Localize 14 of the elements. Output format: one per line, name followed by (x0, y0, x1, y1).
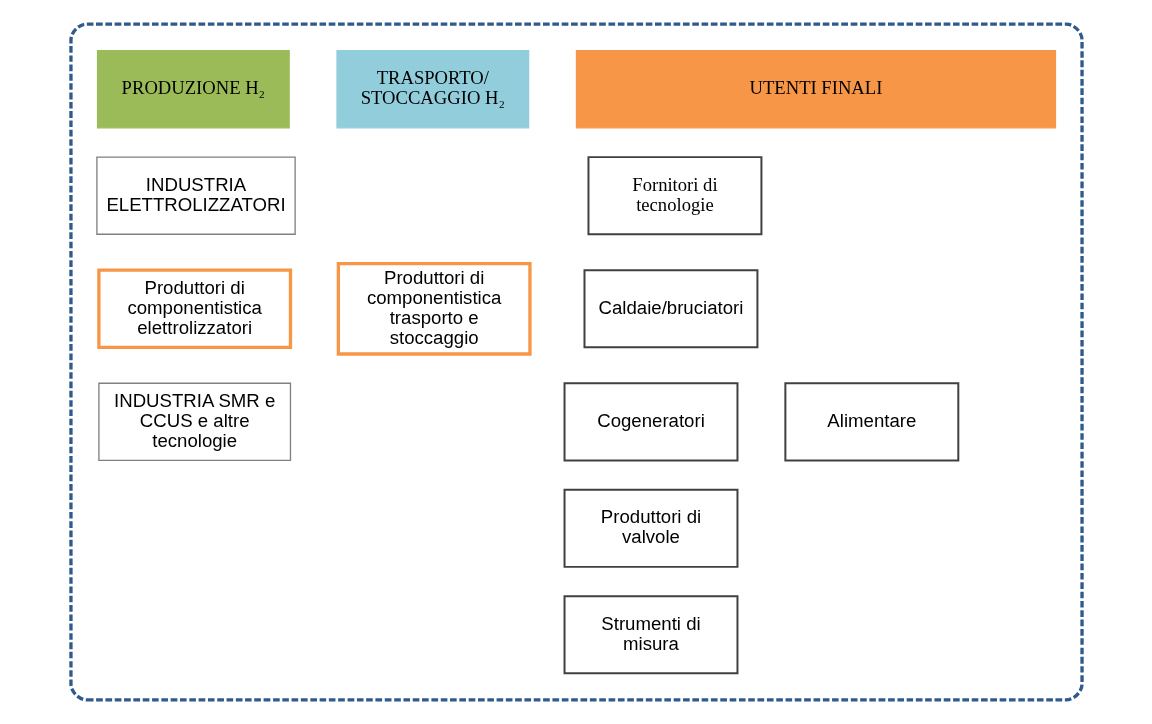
node-box: TRASPORTO/ STOCCAGGIO H₂ (335, 50, 529, 129)
node-box: Caldaie/bruciatori (583, 269, 758, 349)
cluster (68, 22, 1084, 702)
node-box: Fornitori di tecnologie (586, 156, 762, 236)
node-box: UTENTI FINALI (575, 50, 1056, 129)
node-box: Strumenti di misura (563, 595, 738, 675)
node-box: INDUSTRIA ELETTROLIZZATORI (95, 156, 296, 235)
node-box: Alimentare (783, 382, 959, 462)
node-box: PRODUZIONE H₂ (96, 50, 290, 129)
node-box: Produttori di valvole (563, 488, 738, 568)
node-box: Cogeneratori (563, 382, 738, 462)
node-box: Produttori di componentistica trasporto e stoccaggio (336, 261, 532, 356)
node-box: INDUSTRIA SMR e CCUS e altre tecnologie (97, 382, 291, 462)
node-box: Produttori di componentistica elettrolizzatori (96, 268, 292, 350)
